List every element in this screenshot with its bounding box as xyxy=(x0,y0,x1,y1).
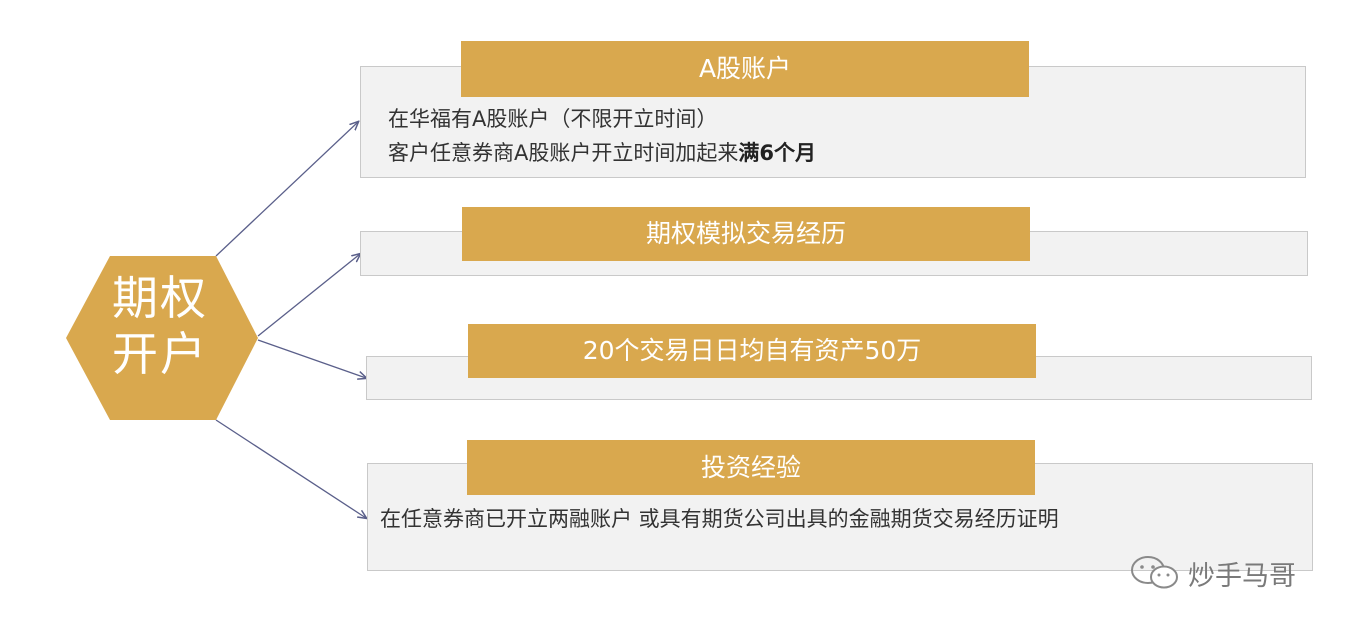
card-a-share-line2-prefix: 客户任意券商A股账户开立时间加起来 xyxy=(388,141,739,165)
card-a-share-title: A股账户 xyxy=(461,41,1029,97)
arrow-to-experience xyxy=(215,419,366,518)
wechat-icon xyxy=(1131,556,1178,589)
watermark-text: 炒手马哥 xyxy=(1188,560,1296,592)
card-experience-title: 投资经验 xyxy=(467,440,1035,495)
center-hexagon xyxy=(66,256,258,420)
card-experience-text: 在任意券商已开立两融账户 或具有期货公司出具的金融期货交易经历证明 xyxy=(380,507,1059,531)
center-label-line2: 开户 xyxy=(112,327,208,381)
card-a-share-line2-emphasis: 满6个月 xyxy=(738,141,816,165)
card-a-share-line1: 在华福有A股账户（不限开立时间） xyxy=(388,107,718,131)
card-simulation-title: 期权模拟交易经历 xyxy=(462,207,1030,261)
card-assets-title: 20个交易日日均自有资产50万 xyxy=(468,324,1036,378)
arrow-to-simulation xyxy=(257,254,360,337)
center-label-line1: 期权 xyxy=(112,271,208,325)
center-label: 期权 开户 xyxy=(88,270,232,382)
arrow-to-a-share xyxy=(215,122,358,257)
watermark: 炒手马哥 xyxy=(1128,553,1296,593)
card-a-share-line2: 客户任意券商A股账户开立时间加起来满6个月 xyxy=(388,136,816,170)
card-a-share-text: 在华福有A股账户（不限开立时间） 客户任意券商A股账户开立时间加起来满6个月 xyxy=(388,102,816,170)
arrow-to-assets xyxy=(257,339,366,378)
